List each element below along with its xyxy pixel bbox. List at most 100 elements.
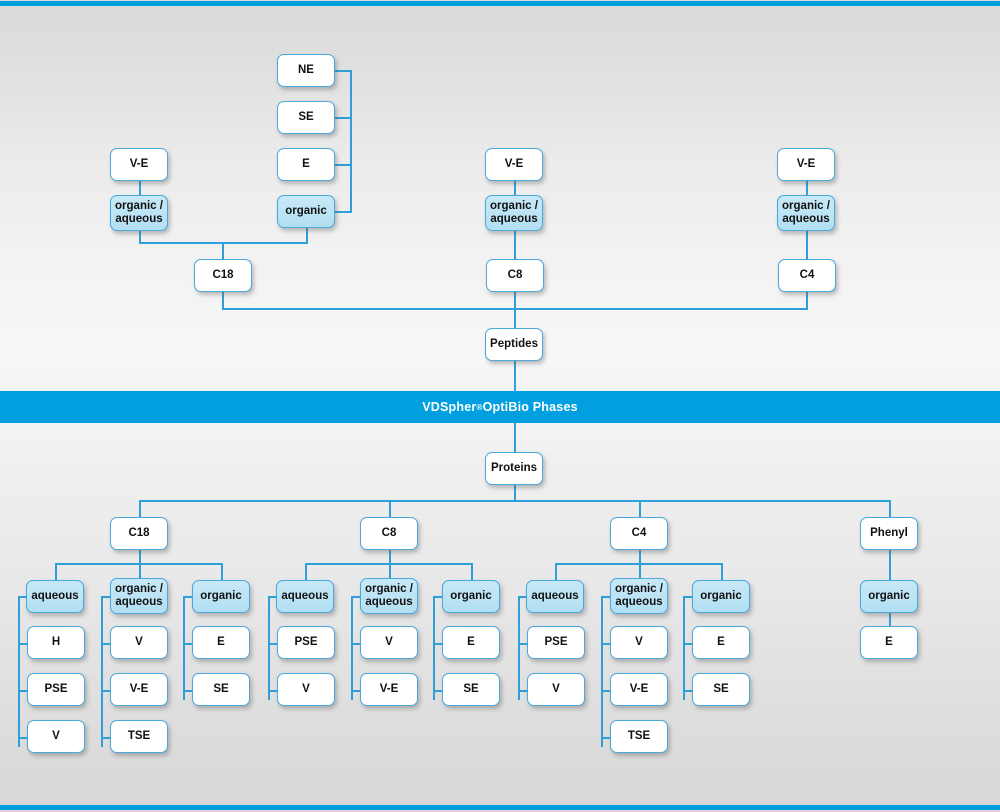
peptides-c18-organic-item-se[interactable]: SE <box>277 101 335 134</box>
connector-c18-oa-item-0 <box>101 643 112 645</box>
connector-se-to-bus <box>335 117 352 119</box>
connector-proteins-down <box>514 485 516 501</box>
node-label-line2: aqueous <box>115 596 163 608</box>
node-label: aqueous <box>281 590 329 603</box>
connector-c8-oa-item-0 <box>351 643 362 645</box>
peptides-c18-mode-organic-aqueous[interactable]: organic / aqueous <box>110 195 168 231</box>
proteins-sorbent-c8[interactable]: C8 <box>360 517 418 550</box>
proteins-c18-aqueous-item-pse[interactable]: PSE <box>27 673 85 706</box>
peptides-sorbent-c8[interactable]: C8 <box>486 259 544 292</box>
connector-c8-down <box>389 550 391 564</box>
proteins-c4-oa-item-v[interactable]: V <box>610 626 668 659</box>
proteins-c18-aqueous-item-h[interactable]: H <box>27 626 85 659</box>
proteins-c8-mode-aqueous[interactable]: aqueous <box>276 580 334 613</box>
proteins-c4-mode-aqueous[interactable]: aqueous <box>526 580 584 613</box>
node-label-multiline: organic / aqueous <box>365 583 413 609</box>
proteins-c8-aqueous-item-v[interactable]: V <box>277 673 335 706</box>
connector-c8-oa-item-1 <box>351 690 362 692</box>
node-label: V <box>302 683 310 696</box>
peptides-root[interactable]: Peptides <box>485 328 543 361</box>
node-label: PSE <box>544 636 568 649</box>
connector-c8-mode-bar <box>305 563 472 565</box>
proteins-phenyl-organic-item-e[interactable]: E <box>860 626 918 659</box>
peptides-c8-oa-item-ve[interactable]: V-E <box>485 148 543 181</box>
peptides-c8-mode-organic-aqueous[interactable]: organic / aqueous <box>485 195 543 231</box>
peptides-c4-mode-organic-aqueous[interactable]: organic / aqueous <box>777 195 835 231</box>
proteins-c4-oa-item-ve[interactable]: V-E <box>610 673 668 706</box>
proteins-sorbent-c4[interactable]: C4 <box>610 517 668 550</box>
banner-title-main: VDSpher <box>422 400 477 414</box>
proteins-c4-oa-item-tse[interactable]: TSE <box>610 720 668 753</box>
connector-c4-oa-bus <box>601 596 603 747</box>
peptides-sorbent-c4[interactable]: C4 <box>778 259 836 292</box>
proteins-c4-aqueous-item-pse[interactable]: PSE <box>527 626 585 659</box>
proteins-c4-organic-item-e[interactable]: E <box>692 626 750 659</box>
node-label: PSE <box>44 683 68 696</box>
connector-join-to-c18 <box>222 242 224 259</box>
node-label: V <box>135 636 143 649</box>
proteins-c18-oa-item-ve[interactable]: V-E <box>110 673 168 706</box>
proteins-c4-aqueous-item-v[interactable]: V <box>527 673 585 706</box>
peptides-c18-oa-item-ve[interactable]: V-E <box>110 148 168 181</box>
node-label-line1: organic / <box>115 200 163 213</box>
proteins-phenyl-mode-organic[interactable]: organic <box>860 580 918 613</box>
banner-title-suffix: OptiBio Phases <box>482 400 578 414</box>
connector-c18-to-oa <box>139 563 141 580</box>
node-label: V <box>52 730 60 743</box>
proteins-c18-mode-organic-aqueous[interactable]: organic / aqueous <box>110 578 168 614</box>
connector-c18-aqueous-item-0 <box>18 643 28 645</box>
connector-bus-to-c4 <box>639 500 641 517</box>
proteins-c18-aqueous-item-v[interactable]: V <box>27 720 85 753</box>
node-label: C8 <box>381 527 397 540</box>
proteins-c8-organic-item-e[interactable]: E <box>442 626 500 659</box>
proteins-c8-mode-organic[interactable]: organic <box>442 580 500 613</box>
proteins-c18-organic-item-se[interactable]: SE <box>192 673 250 706</box>
connector-oa-to-c4 <box>806 231 808 259</box>
connector-c8-aqueous-item-0 <box>268 643 278 645</box>
proteins-c8-oa-item-v[interactable]: V <box>360 626 418 659</box>
node-label: aqueous <box>531 590 579 603</box>
proteins-c18-oa-item-tse[interactable]: TSE <box>110 720 168 753</box>
proteins-c8-mode-organic-aqueous[interactable]: organic / aqueous <box>360 578 418 614</box>
peptides-c18-mode-organic[interactable]: organic <box>277 195 335 228</box>
connector-c4-aqueous-stub <box>518 596 528 598</box>
connector-c18-organic-item-1 <box>183 690 194 692</box>
peptides-c18-organic-item-e[interactable]: E <box>277 148 335 181</box>
connector-c18-oa-item-1 <box>101 690 112 692</box>
node-label: E <box>302 158 310 171</box>
proteins-c18-mode-aqueous[interactable]: aqueous <box>26 580 84 613</box>
connector-c8-to-peptides <box>514 292 516 328</box>
connector-c18-aqueous-stub <box>18 596 28 598</box>
proteins-c4-organic-item-se[interactable]: SE <box>692 673 750 706</box>
connector-c18-organic-item-0 <box>183 643 194 645</box>
node-label: E <box>217 636 225 649</box>
connector-c18-oa-stub <box>101 596 112 598</box>
peptides-sorbent-c18[interactable]: C18 <box>194 259 252 292</box>
node-label: SE <box>298 111 314 124</box>
proteins-c18-organic-item-e[interactable]: E <box>192 626 250 659</box>
proteins-sorbent-c18[interactable]: C18 <box>110 517 168 550</box>
proteins-c8-aqueous-item-pse[interactable]: PSE <box>277 626 335 659</box>
connector-e-to-bus <box>335 164 352 166</box>
connector-c4-to-organic <box>721 563 723 580</box>
proteins-c8-organic-item-se[interactable]: SE <box>442 673 500 706</box>
node-label-line2: aqueous <box>115 213 163 225</box>
node-label: V-E <box>129 158 149 171</box>
proteins-c8-oa-item-ve[interactable]: V-E <box>360 673 418 706</box>
proteins-c4-mode-organic-aqueous[interactable]: organic / aqueous <box>610 578 668 614</box>
node-label: V <box>385 636 393 649</box>
connector-bus-to-phenyl <box>889 500 891 517</box>
connector-organic-bus-vertical <box>350 71 352 212</box>
proteins-c4-mode-organic[interactable]: organic <box>692 580 750 613</box>
proteins-root[interactable]: Proteins <box>485 452 543 485</box>
connector-c8-to-oa <box>389 563 391 580</box>
connector-c4-organic-item-0 <box>683 643 694 645</box>
node-label-line2: aqueous <box>365 596 413 608</box>
connector-c18-aqueous-item-2 <box>18 737 28 739</box>
peptides-c18-organic-item-ne[interactable]: NE <box>277 54 335 87</box>
proteins-sorbent-phenyl[interactable]: Phenyl <box>860 517 918 550</box>
proteins-c18-mode-organic[interactable]: organic <box>192 580 250 613</box>
node-label: C4 <box>799 269 815 282</box>
proteins-c18-oa-item-v[interactable]: V <box>110 626 168 659</box>
peptides-c4-oa-item-ve[interactable]: V-E <box>777 148 835 181</box>
